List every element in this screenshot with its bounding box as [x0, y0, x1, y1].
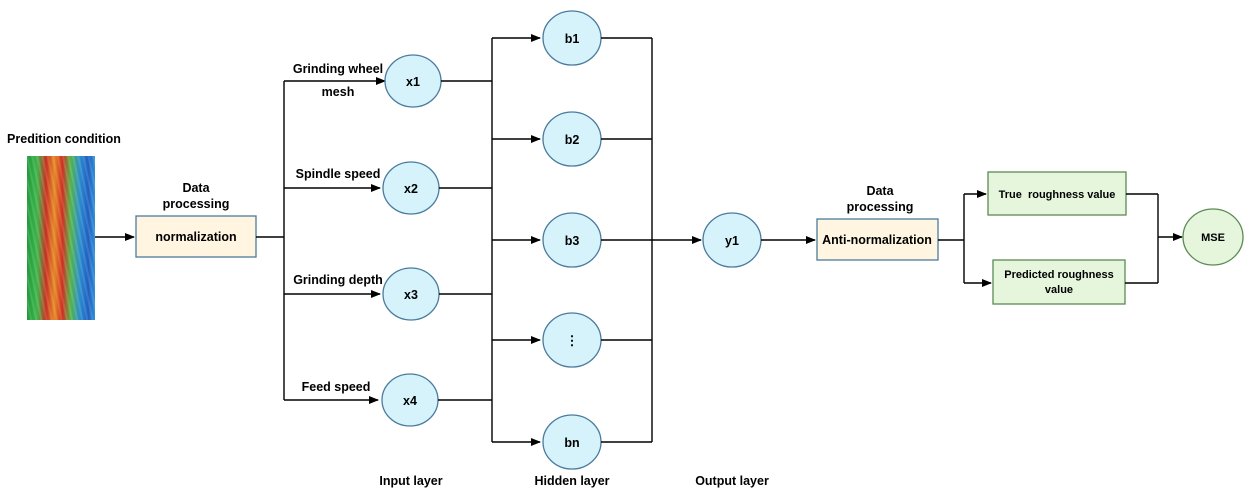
hidden-node-ellipsis: ⋮: [542, 312, 602, 368]
output-layer-label: Output layer: [695, 474, 769, 488]
input-layer-label: Input layer: [379, 474, 442, 488]
input-node-x3-label: x3: [404, 288, 418, 302]
data-processing-label-right-2: processing: [847, 200, 914, 214]
mse-label: MSE: [1201, 232, 1225, 244]
input-node-x2-label: x2: [404, 182, 418, 196]
mse-node: MSE: [1182, 208, 1244, 266]
hidden-node-b3-label: b3: [565, 234, 580, 248]
predicted-roughness-label-1: Predicted roughness: [1004, 269, 1113, 281]
anti-normalization-box: [816, 218, 939, 261]
input-label-x3: Grinding depth: [293, 273, 383, 287]
input-node-x4: x4: [381, 373, 439, 427]
input-node-x3: x3: [382, 267, 440, 321]
anti-normalization-label: Anti-normalization: [822, 233, 932, 247]
hidden-node-b1: b1: [542, 10, 602, 66]
output-node-y1-label: y1: [725, 234, 739, 248]
true-roughness-label: True roughness value: [999, 189, 1116, 201]
normalization-label: normalization: [155, 230, 236, 244]
true-roughness-box: [987, 171, 1127, 216]
hidden-node-b2: b2: [542, 111, 602, 167]
input-label-x1-line1: Grinding wheel: [293, 62, 383, 76]
data-processing-label-left-2: processing: [163, 197, 230, 211]
data-processing-label-right-1: Data: [866, 184, 894, 198]
hidden-node-bn-label: bn: [564, 436, 579, 450]
hidden-layer-label: Hidden layer: [534, 474, 609, 488]
input-label-x2: Spindle speed: [296, 167, 381, 181]
input-node-x1: x1: [384, 54, 442, 108]
hidden-node-b3: b3: [542, 212, 602, 268]
hidden-node-ellipsis-label: ⋮: [566, 333, 579, 348]
output-node-y1: y1: [702, 212, 762, 268]
input-node-x1-label: x1: [406, 75, 420, 89]
predicted-roughness-label-2: value: [1045, 284, 1073, 296]
surface-topography-image: [27, 156, 95, 320]
input-node-x2: x2: [382, 161, 440, 215]
hidden-node-b2-label: b2: [565, 133, 580, 147]
data-processing-label-left-1: Data: [182, 181, 210, 195]
hidden-node-b1-label: b1: [565, 32, 580, 46]
input-label-x4: Feed speed: [302, 380, 371, 394]
input-node-x4-label: x4: [403, 394, 417, 408]
prediction-condition-title: Predition condition: [7, 132, 121, 146]
hidden-node-bn: bn: [542, 414, 602, 470]
input-label-x1-line2: mesh: [322, 85, 355, 99]
predicted-roughness-box: [992, 259, 1126, 305]
normalization-box: [135, 215, 257, 258]
